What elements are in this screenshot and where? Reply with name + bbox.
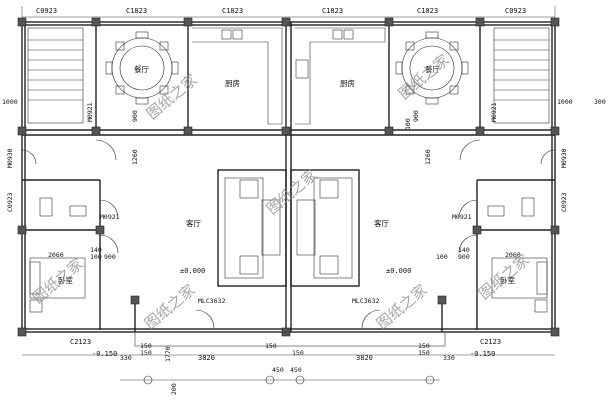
dim-140-bl: 140 (90, 246, 102, 254)
door-label-mlc-right: MLC3632 (352, 297, 379, 305)
level-outside-right: -0.150 (470, 350, 495, 358)
kitchen-left (192, 27, 283, 125)
dim-100-br: 100 (436, 253, 448, 261)
dim-150-b: 150 (140, 349, 152, 357)
dim-330-right: 330 (443, 354, 455, 362)
dim-100-bl: 100 (90, 253, 102, 261)
sofa-set-left (217, 169, 287, 287)
watermark-3: 图纸之家 (141, 281, 199, 333)
level-floor-left: ±0.000 (180, 267, 205, 275)
dim-330-left: 330 (120, 354, 132, 362)
room-label-kitchen-right: 厨房 (340, 78, 355, 88)
room-label-living-right: 客厅 (374, 218, 389, 228)
window-label-top-3: C1823 (222, 7, 243, 15)
dim-450-a: 450 (272, 366, 284, 374)
dim-3820-left: 3820 (198, 354, 215, 362)
window-label-top-5: C1823 (417, 7, 438, 15)
dim-150-a: 150 (140, 342, 152, 350)
dim-900-left: 900 (131, 110, 139, 122)
dim-300-right: 300 (594, 98, 606, 106)
door-label-m0930-right: M0930 (560, 148, 568, 168)
dim-100-right: 100 (404, 118, 412, 130)
dim-1260-right: 1260 (424, 149, 432, 165)
dim-150-f: 150 (418, 349, 430, 357)
dim-150-c: 150 (265, 342, 277, 350)
dim-900-bl: 900 (104, 253, 116, 261)
dim-1000-left: 1000 (2, 98, 18, 106)
room-label-dining-right: 餐厅 (425, 65, 440, 74)
door-label-m0921-c: M0921 (100, 213, 120, 221)
level-floor-right: ±0.000 (386, 267, 411, 275)
watermark-1: 图纸之家 (143, 71, 201, 123)
dim-1000-right: 1000 (557, 98, 573, 106)
window-label-top-4: C1823 (322, 7, 343, 15)
door-swings (21, 139, 556, 329)
dim-2060-left: 2060 (48, 251, 64, 259)
window-label-bottom-left: C2123 (70, 338, 91, 346)
window-label-side-left: C0923 (6, 192, 14, 212)
window-label-top-2: C1823 (126, 7, 147, 15)
room-label-dining-left: 餐厅 (134, 65, 149, 74)
level-outside-left: -0.150 (92, 350, 117, 358)
dim-3820-right: 3820 (356, 354, 373, 362)
door-label-m0921-d: M0921 (452, 213, 472, 221)
front-steps (22, 331, 555, 385)
stair-right (493, 27, 550, 124)
window-label-top-6: C0923 (505, 7, 526, 15)
watermark-5: 图纸之家 (263, 166, 321, 218)
window-label-bottom-right: C2123 (480, 338, 501, 346)
dining-table-right (395, 31, 469, 105)
window-label-top-1: C0923 (36, 7, 57, 15)
door-label-m0930-left: M0930 (6, 148, 14, 168)
dim-450-b: 450 (290, 366, 302, 374)
door-label-m0921-a: M0921 (86, 102, 94, 122)
dim-200: 200 (170, 383, 178, 395)
room-label-bedroom-left: 卧室 (58, 275, 73, 285)
kitchen-right (295, 27, 386, 125)
dim-140-br: 140 (458, 246, 470, 254)
room-label-kitchen-left: 厨房 (225, 78, 240, 88)
dim-1260-left: 1260 (131, 149, 139, 165)
dim-150-e: 150 (418, 342, 430, 350)
door-label-mlc-left: MLC3632 (198, 297, 225, 305)
dim-1770: 1770 (164, 346, 172, 362)
bed-left (29, 257, 86, 313)
dim-150-d: 150 (292, 349, 304, 357)
dim-900-right: 900 (412, 110, 420, 122)
watermark-4: 图纸之家 (373, 281, 431, 333)
bathroom-left (39, 197, 87, 217)
dim-2060-right: 2060 (505, 251, 521, 259)
window-label-side-right: C0923 (560, 192, 568, 212)
door-label-m0921-b: M0921 (490, 102, 498, 122)
exterior-walls (21, 21, 556, 333)
structural-columns (17, 17, 560, 337)
bed-right (491, 257, 548, 313)
dim-900-br: 900 (458, 253, 470, 261)
stair-left (27, 27, 84, 124)
room-label-living-left: 客厅 (186, 218, 201, 228)
sofa-set-right (290, 169, 360, 287)
watermark-7: 图纸之家 (29, 255, 87, 307)
room-label-bedroom-right: 卧室 (500, 275, 515, 285)
bathroom-right (487, 197, 535, 217)
dining-table-left (105, 31, 179, 105)
watermark-6: 图纸之家 (475, 251, 533, 303)
